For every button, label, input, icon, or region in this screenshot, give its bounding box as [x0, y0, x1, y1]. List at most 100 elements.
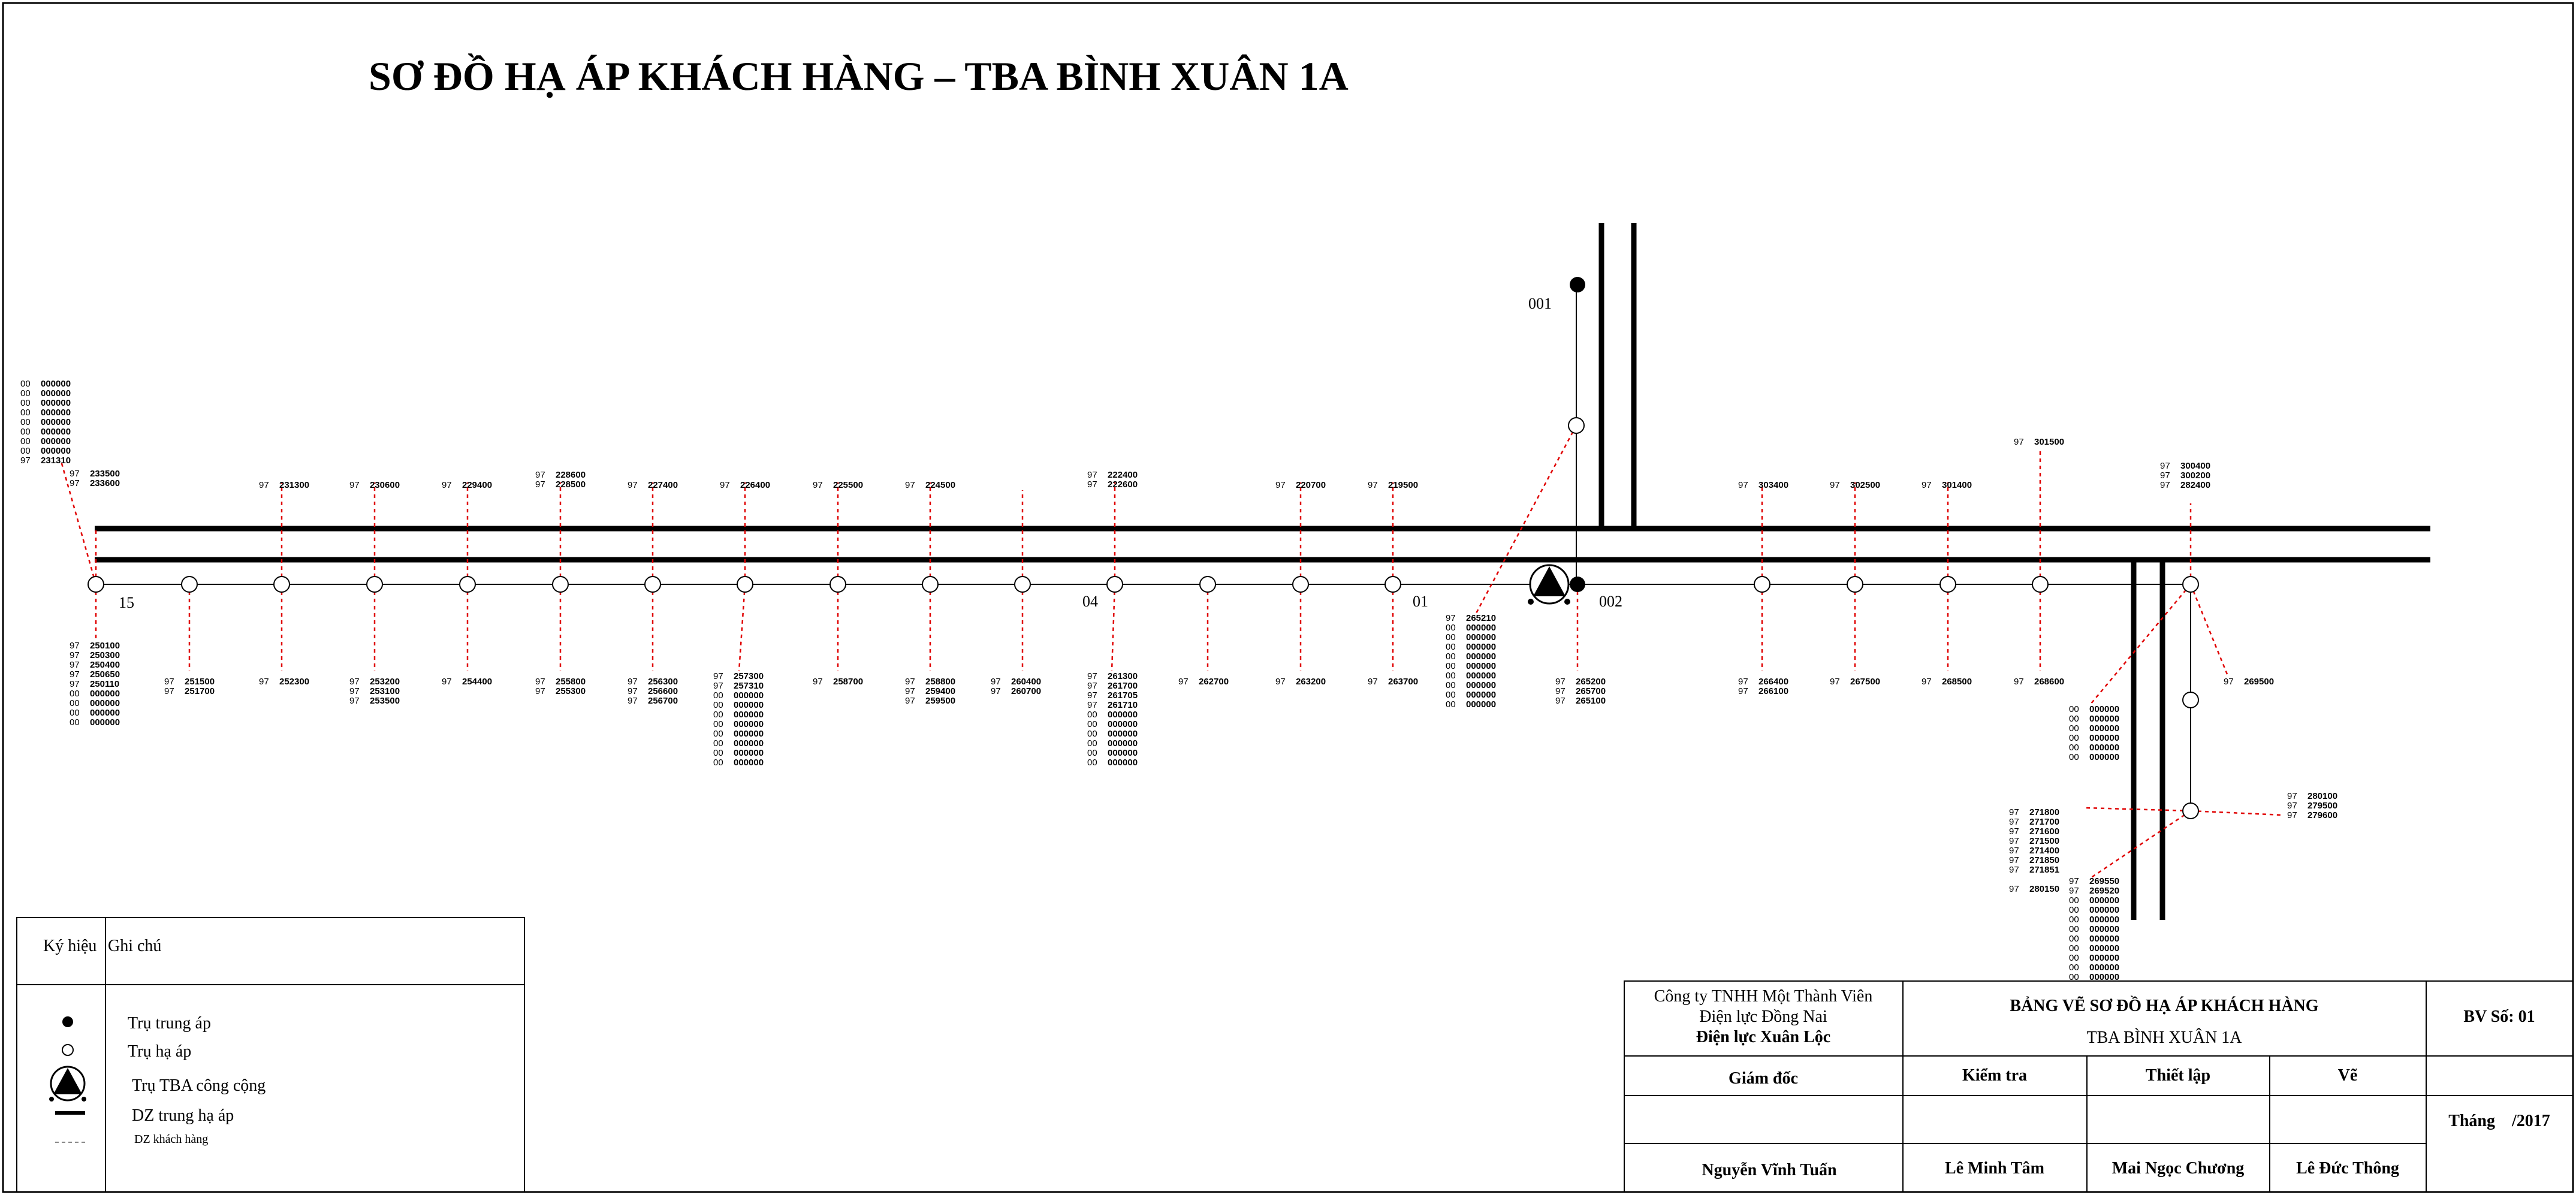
company-line2: Điện lực Đồng Nai	[1699, 1007, 1827, 1026]
customer-prefix: 00	[1087, 748, 1097, 758]
customer-code: 266100	[1758, 686, 1788, 696]
customer-prefix: 97	[535, 479, 545, 490]
customer-prefix: 00	[1446, 680, 1456, 690]
customer-code: 265100	[1576, 696, 1606, 706]
customer-prefix: 97	[349, 686, 360, 696]
customer-prefix: 00	[1087, 710, 1097, 720]
customer-prefix: 97	[2009, 807, 2019, 817]
customer-prefix: 97	[1087, 470, 1097, 480]
customer-code: 219500	[1388, 480, 1418, 490]
customer-code: 000000	[90, 689, 120, 699]
customer-code: 000000	[1108, 729, 1138, 739]
customer-prefix: 97	[1830, 480, 1840, 490]
customer-prefix: 97	[259, 677, 269, 687]
customer-code: 000000	[1108, 748, 1138, 758]
customer-code: 231300	[279, 480, 309, 490]
customer-code: 265700	[1576, 686, 1606, 696]
lv-pole-icon	[829, 576, 846, 593]
customer-code: 256600	[648, 686, 678, 696]
pole-label-002: 002	[1599, 593, 1622, 610]
customer-code: 224500	[925, 480, 955, 490]
customer-code: 000000	[41, 408, 71, 418]
customer-code: 000000	[41, 417, 71, 427]
customer-code: 229400	[462, 480, 492, 490]
legend: Ký hiệu Ghi chú Trụ trung áp Trụ hạ áp T…	[16, 917, 525, 1193]
customer-prefix: 97	[2160, 470, 2170, 481]
lv-pole-icon	[737, 576, 753, 593]
customer-prefix: 97	[628, 677, 638, 687]
customer-prefix: 97	[1087, 681, 1097, 691]
drawing-number: BV Số: 01	[2463, 1007, 2535, 1026]
customer-prefix: 97	[164, 677, 174, 687]
customer-code: 000000	[1466, 680, 1496, 690]
customer-prefix: 97	[2160, 461, 2170, 471]
customer-prefix: 97	[905, 677, 915, 687]
customer-code: 271800	[2029, 807, 2059, 817]
lv-pole-icon	[1014, 576, 1031, 593]
customer-prefix: 00	[2069, 953, 2079, 963]
customer-prefix: 00	[713, 758, 723, 768]
customer-code: 000000	[1466, 632, 1496, 642]
customer-prefix: 97	[1178, 677, 1189, 687]
customer-prefix: 97	[905, 696, 915, 706]
customer-prefix: 97	[1555, 677, 1565, 687]
customer-prefix: 97	[442, 677, 452, 687]
customer-prefix: 97	[1738, 480, 1748, 490]
customer-prefix: 00	[713, 719, 723, 729]
customer-prefix: 97	[259, 480, 269, 490]
customer-code: 000000	[2089, 723, 2119, 734]
lv-pole-icon	[552, 576, 569, 593]
customer-prefix: 97	[442, 480, 452, 490]
customer-prefix: 97	[813, 480, 823, 490]
lv-pole-icon	[1384, 576, 1401, 593]
customer-prefix: 00	[2069, 723, 2079, 734]
lv-pole-icon	[366, 576, 383, 593]
customer-prefix: 97	[1830, 677, 1840, 687]
customer-prefix: 97	[1446, 613, 1456, 623]
customer-code: 251500	[185, 677, 215, 687]
customer-prefix: 00	[20, 408, 31, 418]
customer-prefix: 97	[1738, 677, 1748, 687]
customer-code: 301500	[2034, 437, 2064, 447]
customer-code: 268500	[1942, 677, 1972, 687]
customer-code: 261700	[1108, 681, 1138, 691]
customer-prefix: 97	[905, 686, 915, 696]
customer-prefix: 97	[70, 478, 80, 488]
customer-prefix: 97	[535, 470, 545, 480]
customer-code: 228500	[556, 479, 586, 490]
legend-item-label: DZ trung hạ áp	[132, 1106, 234, 1125]
lv-pole-icon	[1847, 576, 1863, 593]
customer-prefix: 97	[1368, 677, 1378, 687]
customer-prefix: 00	[2069, 714, 2079, 724]
substation-icon	[49, 1066, 86, 1102]
lv-pole-icon	[922, 576, 939, 593]
customer-prefix: 97	[2287, 810, 2297, 820]
legend-header-note: Ghi chú	[108, 937, 161, 955]
customer-prefix: 00	[713, 738, 723, 749]
customer-code: 260400	[1011, 677, 1041, 687]
customer-prefix: 97	[70, 641, 80, 651]
customer-prefix: 97	[905, 480, 915, 490]
customer-prefix: 00	[1087, 738, 1097, 749]
pole-label-15: 15	[119, 594, 134, 611]
customer-prefix: 00	[70, 689, 80, 699]
customer-code: 280100	[2307, 791, 2337, 801]
customer-code: 271851	[2029, 865, 2059, 875]
customer-prefix: 97	[164, 686, 174, 696]
customer-prefix: 97	[991, 686, 1001, 696]
customer-code: 282400	[2180, 480, 2210, 490]
customer-prefix: 97	[2014, 677, 2024, 687]
customer-code: 265210	[1466, 613, 1496, 623]
customer-code: 000000	[1108, 738, 1138, 749]
customer-code: 000000	[41, 436, 71, 446]
customer-prefix: 97	[1368, 480, 1378, 490]
customer-code: 000000	[2089, 733, 2119, 743]
customer-code: 253500	[370, 696, 400, 706]
customer-code: 256700	[648, 696, 678, 706]
customer-code: 230600	[370, 480, 400, 490]
col-check: Kiểm tra	[1962, 1066, 2027, 1085]
customer-code: 000000	[1466, 699, 1496, 710]
drawing-subtitle: TBA BÌNH XUÂN 1A	[2087, 1028, 2243, 1047]
customer-prefix: 00	[1446, 651, 1456, 662]
customer-code: 231310	[41, 455, 71, 466]
